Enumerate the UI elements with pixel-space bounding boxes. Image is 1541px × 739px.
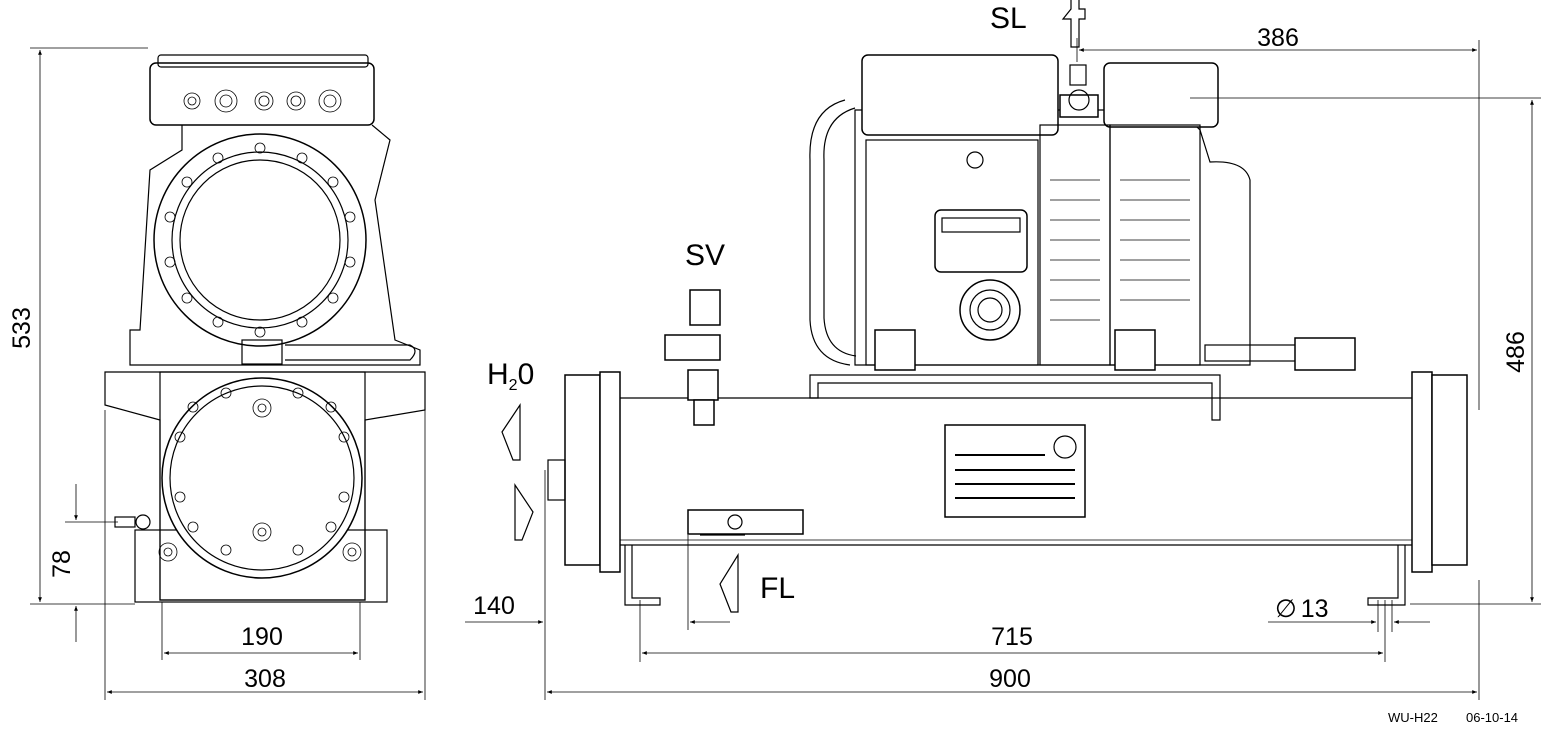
fl-arrow	[719, 552, 739, 613]
label-sl: SL	[990, 2, 1027, 35]
label-h2o-sub: 2	[509, 377, 518, 394]
label-h2o-o: 0	[518, 358, 535, 391]
side-view	[104, 54, 426, 603]
dim-height-base: 78	[48, 550, 76, 578]
flow-arrows	[501, 0, 1086, 613]
label-h2o: H20	[487, 358, 534, 394]
h2o-out-arrow	[501, 403, 521, 461]
label-diameter: ∅13	[1275, 595, 1329, 623]
footer: WU-H22 06-10-14	[1388, 710, 1518, 725]
diameter-symbol: ∅	[1275, 595, 1297, 623]
dim-width-190: 190	[241, 623, 283, 651]
dim-height-486: 486	[1502, 331, 1530, 373]
sl-arrow	[1061, 0, 1086, 48]
dim-width-308: 308	[244, 665, 286, 693]
label-sv: SV	[685, 239, 725, 272]
label-fl: FL	[760, 572, 795, 605]
label-h2o-h: H	[487, 358, 509, 391]
front-view	[547, 54, 1468, 606]
flange-bolts	[164, 142, 356, 338]
dim-height-total: 533	[8, 307, 36, 349]
dim-width-386: 386	[1257, 24, 1299, 52]
diameter-value: 13	[1301, 595, 1329, 623]
front-view-dimensions: 386 486 900 715 140	[465, 24, 1541, 700]
side-view-dimensions: 533 78 190 308	[8, 47, 426, 700]
dim-length-715: 715	[991, 623, 1033, 651]
drawing-date: 06-10-14	[1466, 710, 1518, 725]
drawing-code: WU-H22	[1388, 710, 1438, 725]
dim-offset-140: 140	[473, 592, 515, 620]
callout-labels: SL SV H20 FL ∅13	[487, 2, 1329, 623]
h2o-in-arrow	[514, 483, 534, 541]
dim-length-900: 900	[989, 665, 1031, 693]
